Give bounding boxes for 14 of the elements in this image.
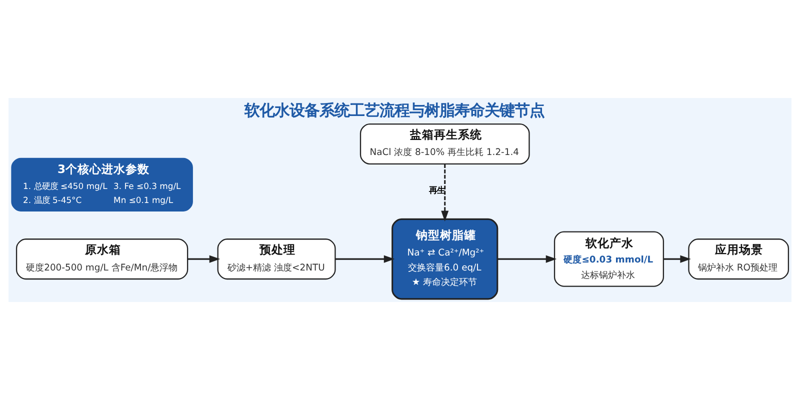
arrow bbox=[441, 164, 449, 222]
arrow bbox=[335, 255, 395, 263]
node-box: 预处理 砂滤+精滤 浊度<2NTU bbox=[217, 238, 336, 280]
node-box: 应用场景 锅炉补水 RO预处理 bbox=[688, 238, 790, 280]
node-box: 盐箱再生系统 NaCl 浓度 8-10% 再生比耗 1.2-1.4 bbox=[360, 124, 530, 165]
edge-label: 再生 bbox=[429, 184, 446, 195]
node-box: 钠型树脂罐 Na⁺ ⇄ Ca²⁺/Mg²⁺ 交换容量6.0 eq/L ★ 寿命决定环节 bbox=[392, 218, 498, 300]
node-box: 3个核心进水参数 1. 总硬度 ≤450 mg/L 3. Fe ≤0.3 mg/L 2. 温度 5-45°C Mn ≤0.1 mg/L bbox=[11, 158, 193, 212]
arrow bbox=[498, 255, 557, 263]
node-box: 原水箱 硬度200-500 mg/L 含Fe/Mn/悬浮物 bbox=[16, 238, 188, 280]
node-box: 软化产水 硬度≤0.03 mmol/L 达标锅炉补水 bbox=[554, 231, 664, 287]
arrow bbox=[664, 255, 691, 263]
arrow bbox=[188, 255, 220, 263]
diagram-title: 软化水设备系统工艺流程与树脂寿命关键节点 bbox=[244, 102, 544, 120]
